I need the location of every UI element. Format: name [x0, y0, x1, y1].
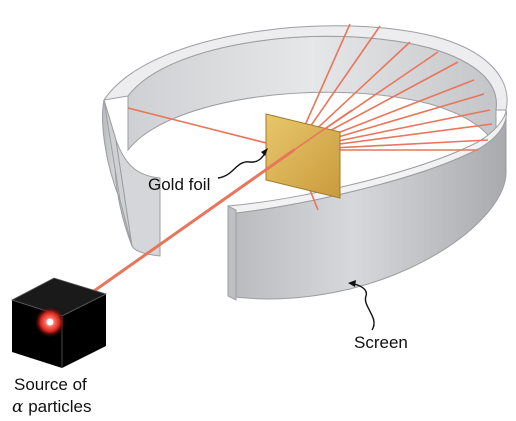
alpha-symbol: α	[12, 397, 24, 417]
screen-leader	[353, 283, 375, 331]
screen-arrowhead	[348, 280, 356, 287]
gold-foil-label: Gold foil	[148, 175, 210, 194]
screen-front-end	[227, 205, 237, 301]
circular-screen-icon	[102, 25, 508, 301]
alpha-source-icon	[10, 277, 108, 368]
screen-top-rim	[102, 25, 508, 111]
gold-foil-arrowhead	[261, 148, 268, 156]
source-label-line1: Source of	[14, 375, 87, 394]
source-label-line2: α particles	[12, 397, 92, 417]
gold-foil-icon	[265, 113, 341, 199]
source-label-particles: particles	[23, 397, 91, 416]
screen-front-rim	[227, 109, 507, 215]
screen-label: Screen	[354, 333, 408, 352]
screen-left-front	[115, 139, 161, 257]
ray	[293, 109, 353, 151]
gold-foil-leader	[217, 151, 267, 179]
